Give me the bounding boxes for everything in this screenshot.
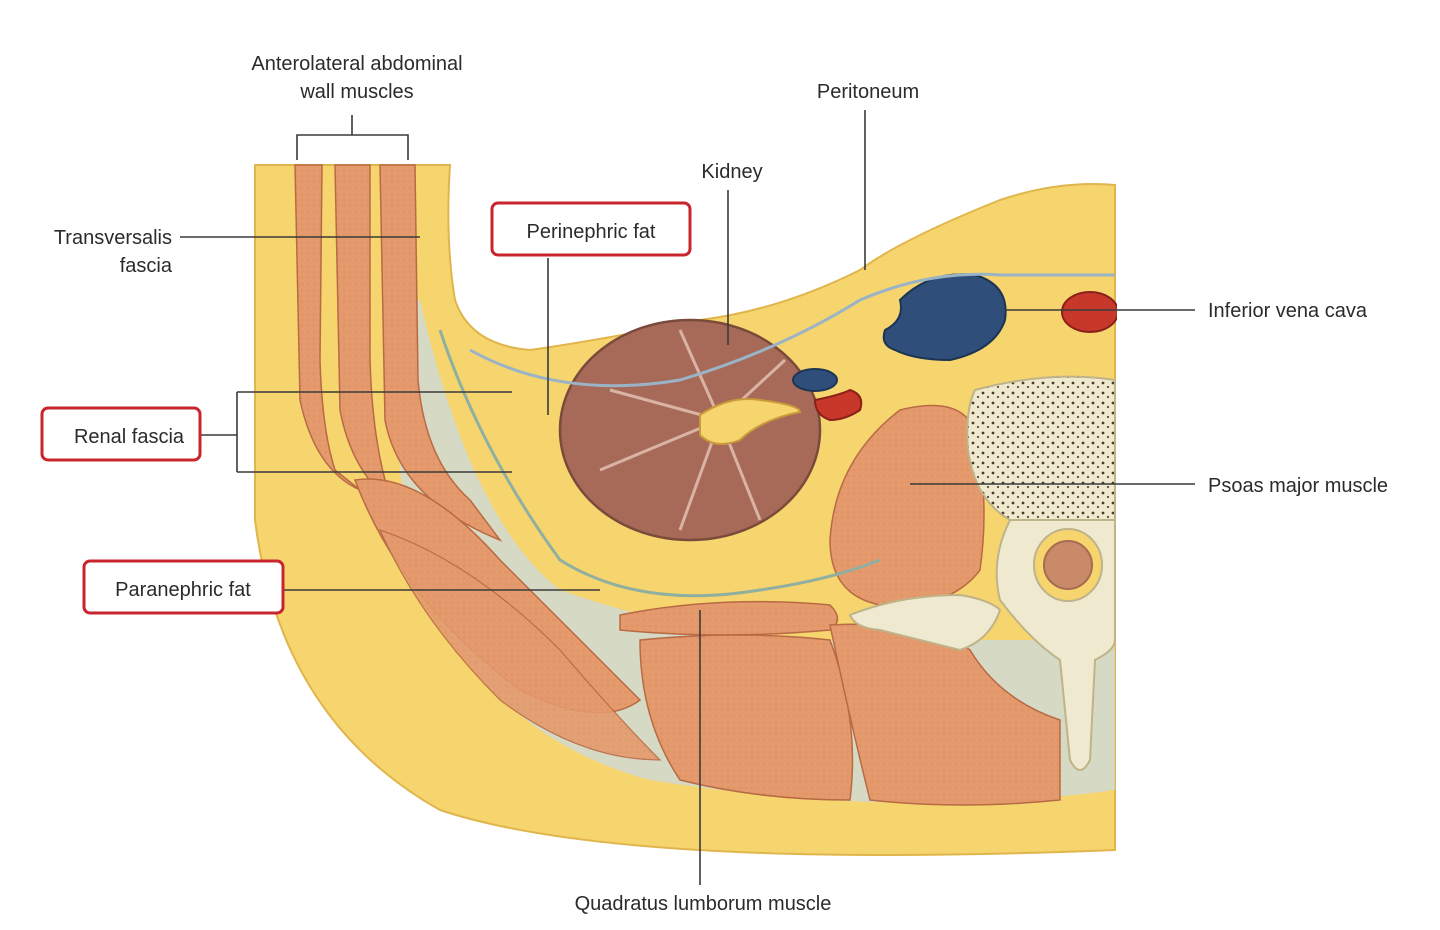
transverse-process: [848, 593, 1002, 652]
transversalis-label-line2: fascia: [120, 255, 173, 277]
vertebral-body: [966, 375, 1116, 526]
transversalis-label-line1: Transversalis: [54, 227, 172, 249]
ivc-label: Inferior vena cava: [1208, 300, 1368, 322]
renal-vein-shape: [792, 368, 838, 392]
peritoneum-label: Peritoneum: [817, 81, 919, 103]
aorta-shape: [1061, 291, 1119, 333]
posterior-wall-muscle-2: [378, 529, 662, 761]
renal-fascia-line: [438, 329, 881, 598]
renal-pelvis: [699, 398, 802, 445]
perinephric-label: Perinephric fat: [527, 221, 656, 243]
anterolateral-label-line1: Anterolateral abdominal: [251, 53, 462, 75]
renal-fascia-bracket: [200, 391, 512, 473]
renal-fascia-label: Renal fascia: [74, 426, 185, 448]
anterolateral-label-line2: wall muscles: [299, 81, 413, 103]
perinephric-highlight-box: [490, 201, 692, 257]
quadratus-lumborum-shape: [619, 600, 839, 636]
spinal-cord: [1043, 540, 1093, 590]
renal-fascia-highlight-box: [40, 406, 202, 462]
renal-artery-shape: [813, 388, 863, 422]
peritoneum-line: [469, 272, 1115, 388]
quadratus-label: Quadratus lumborum muscle: [575, 893, 832, 915]
kidney-label: Kidney: [701, 161, 762, 183]
transversus-abdominis-muscle: [379, 164, 503, 542]
kidney-shape: [558, 318, 822, 542]
erector-spinae-shape: [639, 634, 854, 801]
external-oblique-muscle: [294, 164, 361, 491]
paranephric-label: Paranephric fat: [115, 579, 251, 601]
paranephric-highlight-box: [82, 559, 285, 615]
anterolateral-bracket: [296, 115, 409, 160]
psoas-label: Psoas major muscle: [1208, 475, 1388, 497]
